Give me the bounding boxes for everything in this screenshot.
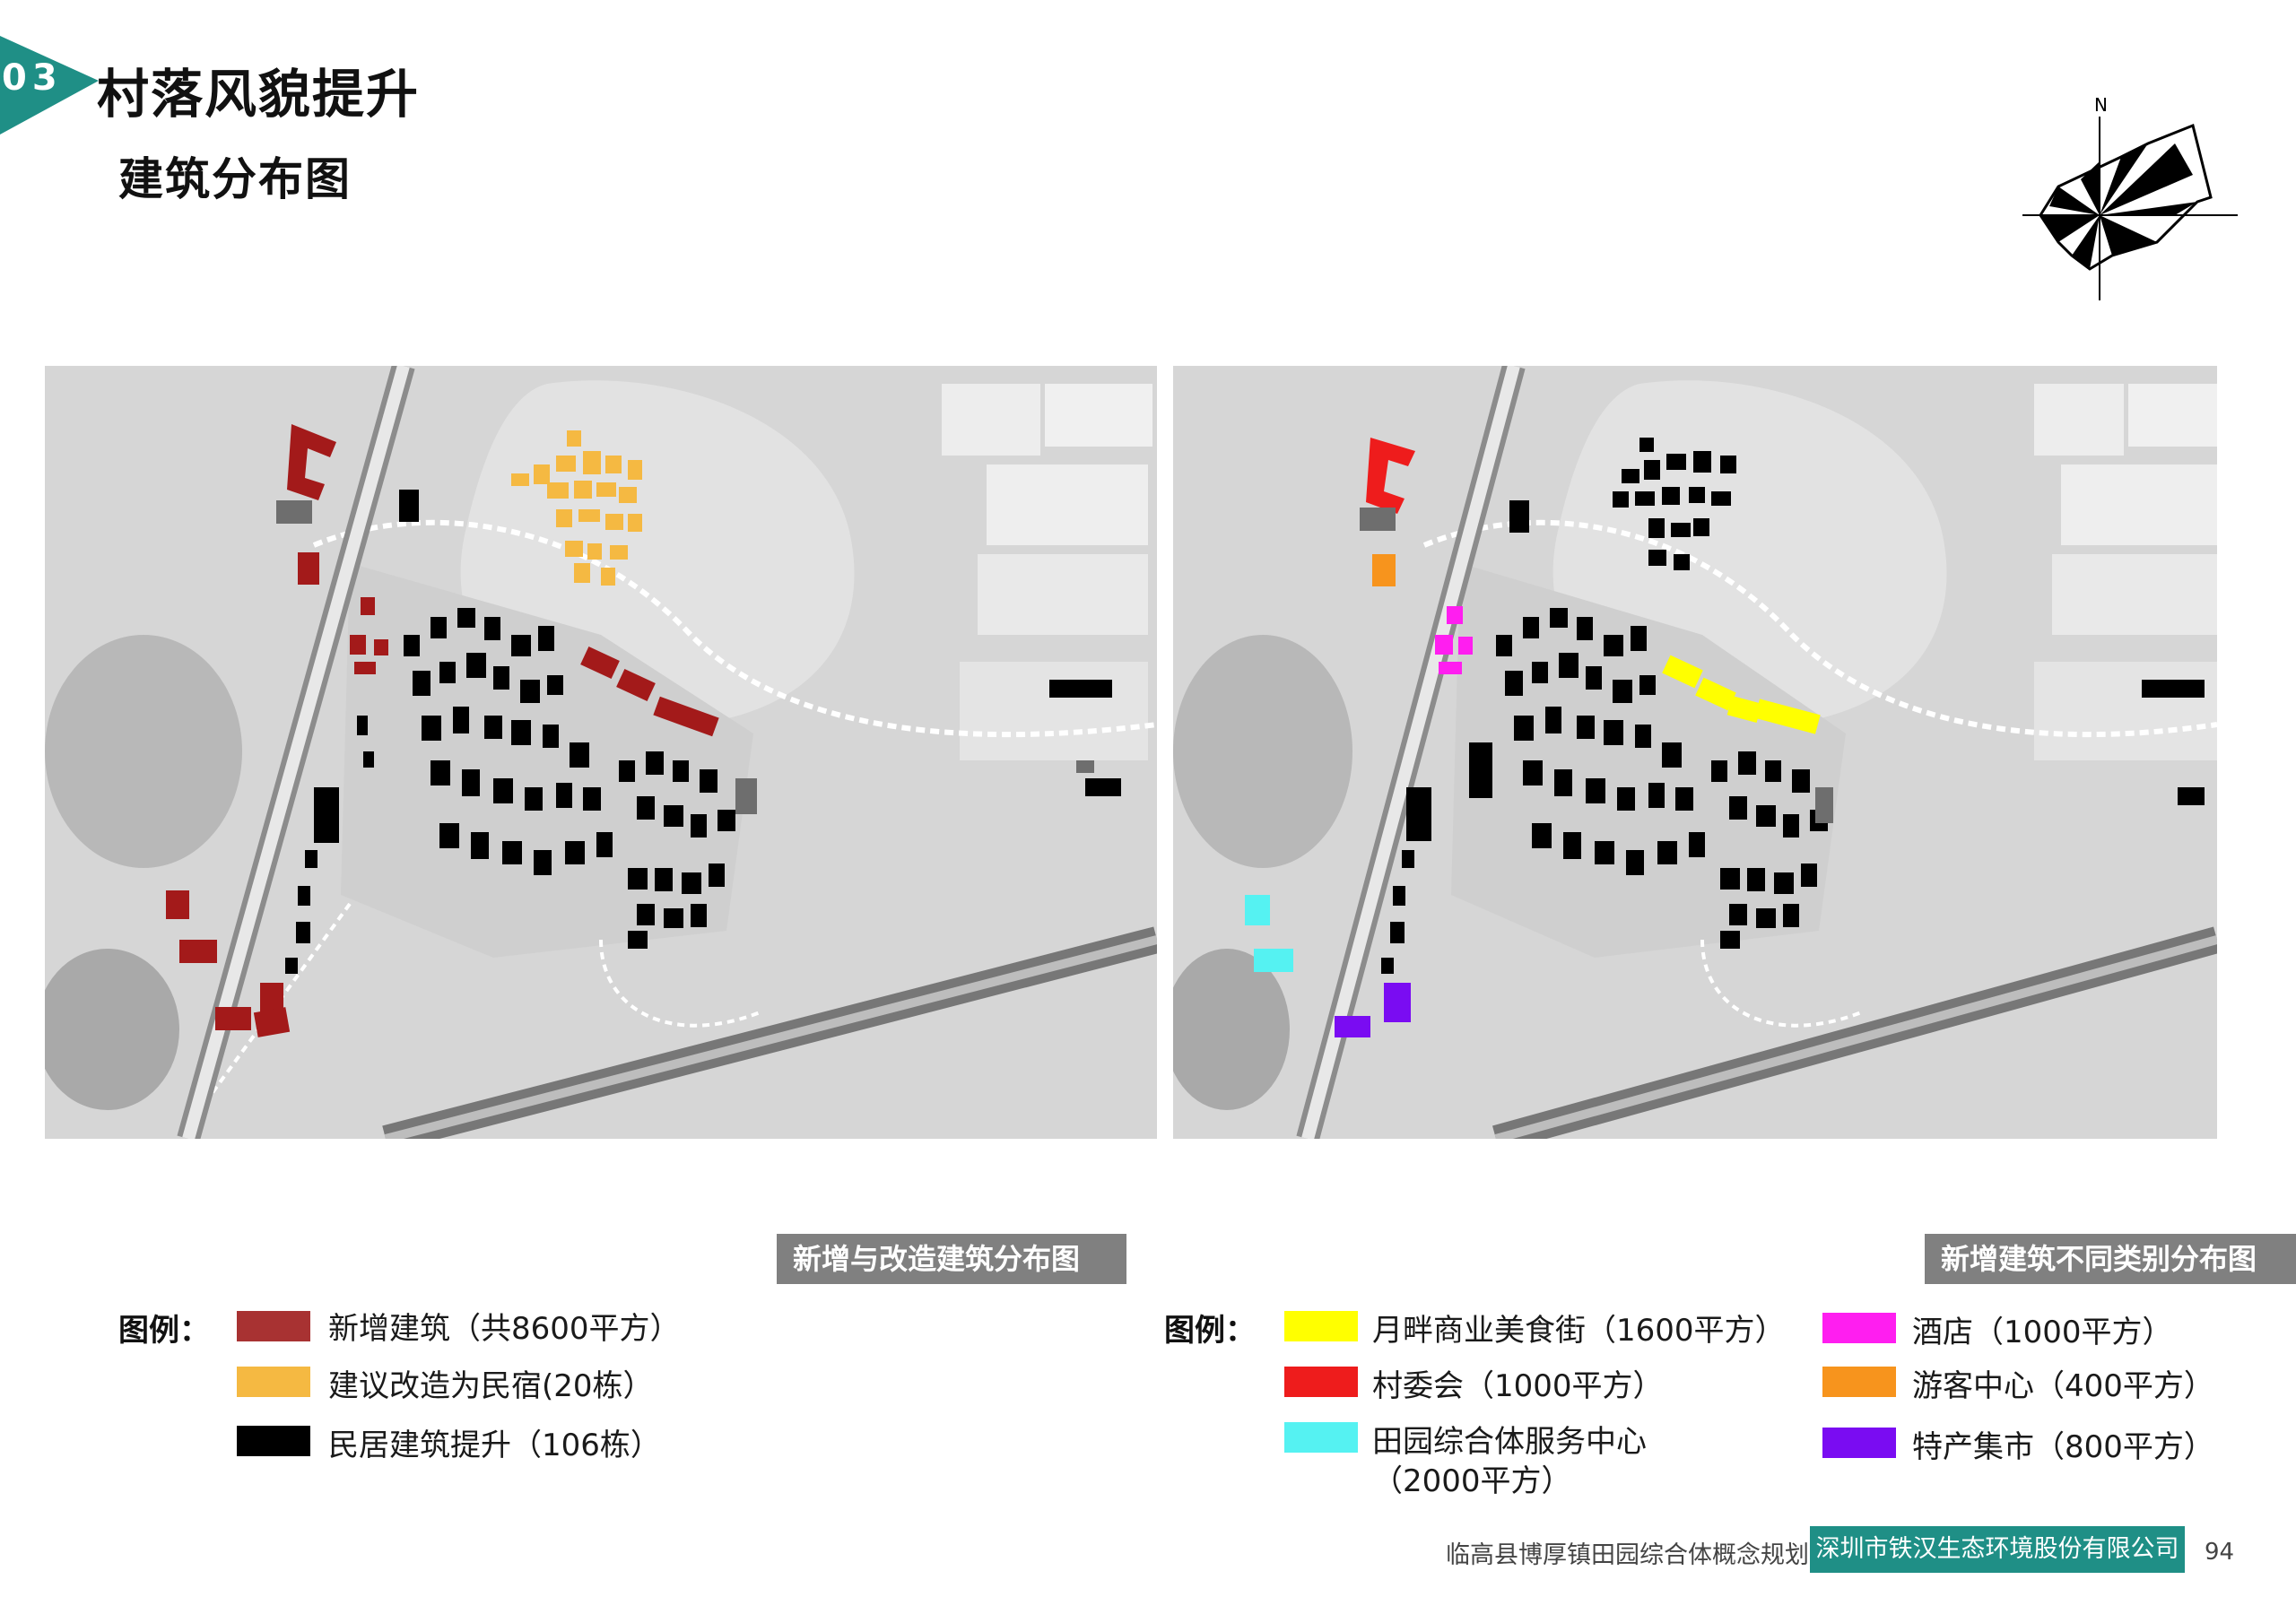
legend-item-food-street: 月畔商业美食街（1600平方） xyxy=(1372,1313,1786,1349)
legend-item-homestay: 建议改造为民宿(20栋） xyxy=(328,1368,654,1404)
right-map-caption: 新增建筑不同类别分布图 xyxy=(1925,1234,2296,1284)
legend-item-visitor-center: 游客中心（400平方） xyxy=(1912,1368,2214,1404)
legend-item-new-building: 新增建筑（共8600平方） xyxy=(328,1311,681,1347)
legend-left-title: 图例： xyxy=(118,1313,210,1349)
legend-swatch-specialty-market xyxy=(1822,1428,1896,1458)
legend-item-village-committee: 村委会（1000平方） xyxy=(1372,1368,1664,1404)
legend-item-service-center-area: （2000平方） xyxy=(1372,1463,1572,1499)
legend-item-service-center: 田园综合体服务中心 xyxy=(1372,1424,1647,1460)
legend-swatch-village-committee xyxy=(1284,1367,1358,1397)
section-number: 03 xyxy=(2,57,63,99)
legend-swatch-service-center xyxy=(1284,1422,1358,1453)
legend-swatch-hotel xyxy=(1822,1313,1896,1343)
section-badge xyxy=(0,36,99,135)
legend-item-residential: 民居建筑提升（106栋） xyxy=(328,1428,661,1463)
legend-swatch-homestay xyxy=(237,1367,310,1397)
footer-company-name: 深圳市铁汉生态环境股份有限公司 xyxy=(1810,1526,2185,1573)
legend-swatch-visitor-center xyxy=(1822,1367,1896,1397)
page-title: 村落风貌提升 xyxy=(97,64,421,125)
left-map-caption: 新增与改造建筑分布图 xyxy=(777,1234,1126,1284)
legend-item-hotel: 酒店（1000平方） xyxy=(1912,1315,2173,1350)
footer-project-name: 临高县博厚镇田园综合体概念规划 xyxy=(1446,1541,1809,1569)
legend-right-title: 图例： xyxy=(1164,1313,1256,1349)
legend-swatch-residential xyxy=(237,1426,310,1456)
legend-swatch-food-street xyxy=(1284,1311,1358,1341)
north-label: N xyxy=(2094,94,2108,116)
legend-item-specialty-market: 特产集市（800平方） xyxy=(1912,1429,2214,1465)
north-arrow-icon: N xyxy=(2022,94,2238,300)
map-new-and-renovated-buildings xyxy=(45,366,1157,1139)
page-number: 94 xyxy=(2205,1539,2235,1566)
legend-swatch-new-building xyxy=(237,1311,310,1341)
map-new-building-categories xyxy=(1173,366,2217,1139)
page-subtitle: 建筑分布图 xyxy=(118,153,352,205)
